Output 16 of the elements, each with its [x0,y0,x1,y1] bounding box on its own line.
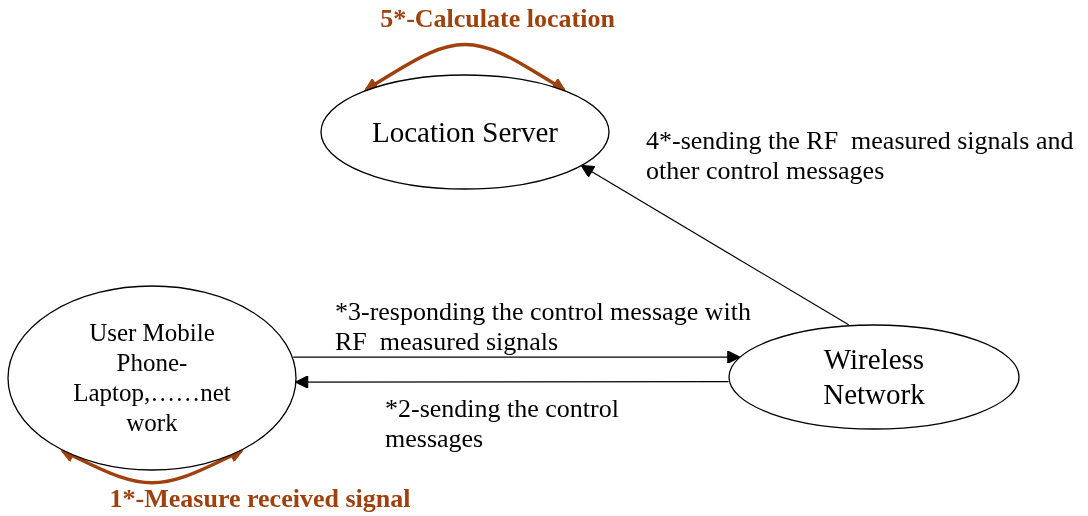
arrow [292,350,741,364]
loop-arrow [364,42,566,92]
ellipse-node [320,74,610,190]
edge-label: 5*-Calculate location [379,4,616,34]
loop-arrow [61,449,243,485]
node-label: User Mobile Phone- Laptop,……net work [72,318,232,438]
node-label: Location Server [371,114,559,150]
edge-label: *3-responding the control message with RF measured signals [335,297,752,357]
ellipse-node [7,285,297,471]
node-label: Wireless Network [822,342,926,412]
edge-label: 1*-Measure received signal [108,484,412,514]
edge-label: *2-sending the control messages [385,394,620,454]
arrow [295,375,730,389]
ellipse-node [728,324,1020,430]
edge-label: 4*-sending the RF measured signals and other control messages [646,126,1075,186]
arrow [580,164,850,326]
